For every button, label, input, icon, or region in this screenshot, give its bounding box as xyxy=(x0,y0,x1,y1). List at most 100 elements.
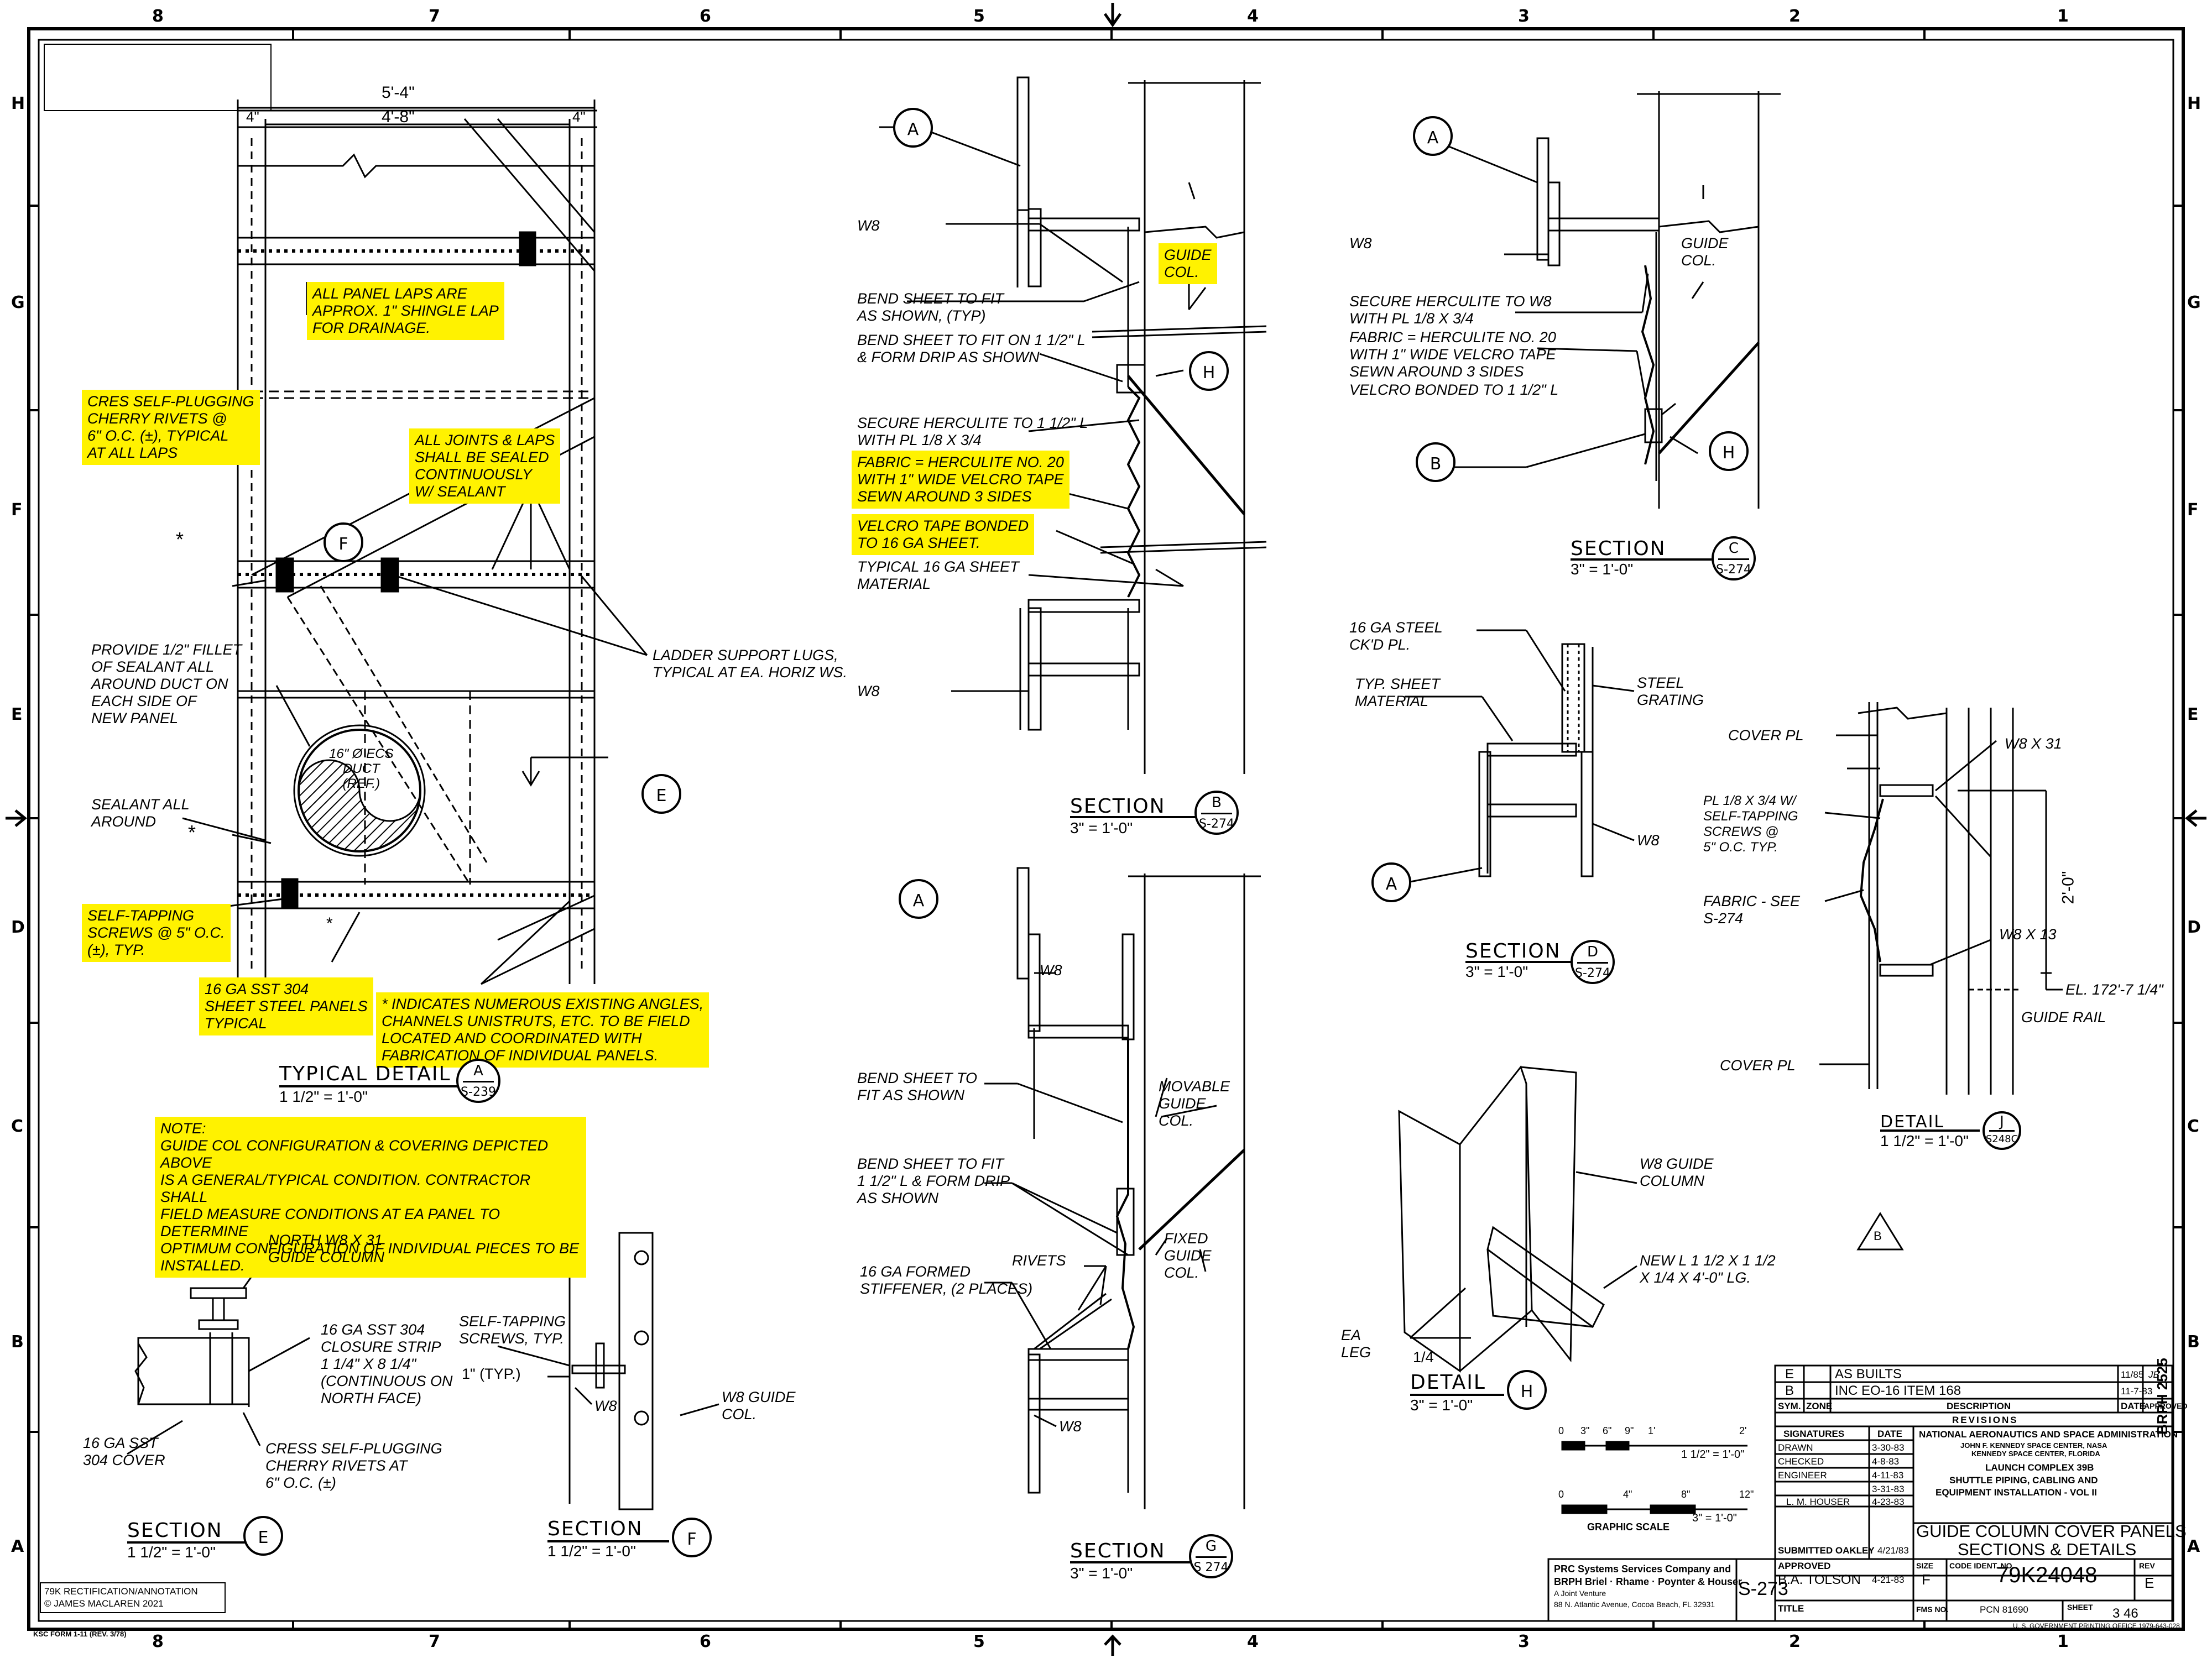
note-sst-panels: 16 GA SST 304 SHEET STEEL PANELS TYPICAL xyxy=(199,977,373,1035)
section-b-title: SECTION xyxy=(1070,795,1166,818)
contractor-line-3: A Joint Venture xyxy=(1554,1589,1606,1598)
detail-j-letter: J xyxy=(2000,1113,2004,1130)
sig-checked-date: 4-8-83 xyxy=(1872,1456,1900,1467)
sheet-label: SHEET xyxy=(2067,1603,2093,1612)
grid-col-1-bottom: 1 xyxy=(2057,1632,2069,1651)
section-f-bubble: F xyxy=(672,1518,712,1557)
sig-row4-date: 3-31-83 xyxy=(1872,1484,1905,1494)
note-ladder-lugs: LADDER SUPPORT LUGS, TYPICAL AT EA. HORI… xyxy=(653,647,848,681)
grid-row-b-right: B xyxy=(2187,1332,2200,1352)
grid-col-3-bottom: 3 xyxy=(1518,1632,1530,1651)
sig-houser: L. M. HOUSER xyxy=(1786,1497,1850,1507)
grid-row-g-right: G xyxy=(2187,293,2201,312)
approved-date: 4-21-83 xyxy=(1872,1575,1905,1585)
note-existing-angles: * INDICATES NUMEROUS EXISTING ANGLES, CH… xyxy=(376,992,709,1068)
general-note: NOTE: GUIDE COL CONFIGURATION & COVERING… xyxy=(155,1117,586,1278)
signatures-date-header: DATE xyxy=(1877,1429,1903,1439)
copyright-text: © JAMES MACLAREN 2021 xyxy=(44,1598,164,1609)
label-fixed-guide: FIXED GUIDE COL. xyxy=(1164,1230,1212,1281)
section-d-scale: 3" = 1'-0" xyxy=(1465,963,1528,980)
section-c-scale: 3" = 1'-0" xyxy=(1571,561,1634,578)
sig-houser-date: 4-23-83 xyxy=(1872,1497,1905,1507)
label-bend-fit-drip: BEND SHEET TO FIT ON 1 1/2" L & FORM DRI… xyxy=(857,332,1086,365)
sig-checked: CHECKED xyxy=(1778,1456,1824,1467)
label-w8-g: W8 xyxy=(1040,962,1062,979)
label-w8-g2: W8 xyxy=(1059,1418,1082,1435)
note-fillet: PROVIDE 1/2" FILLET OF SEALANT ALL AROUN… xyxy=(91,641,242,726)
grid-col-4-top: 4 xyxy=(1247,7,1259,26)
submitted-label: SUBMITTED OAKLEY xyxy=(1778,1545,1875,1556)
grid-col-2-top: 2 xyxy=(1789,7,1801,26)
scale-tick-top-0: 0 xyxy=(1558,1425,1564,1436)
rev-header-sym: SYM. xyxy=(1778,1401,1801,1411)
section-cut-f-bubble: F xyxy=(324,522,363,562)
grid-col-8-bottom: 8 xyxy=(152,1632,164,1651)
detail-a-letter: A xyxy=(473,1063,483,1079)
approved-name: B.A. TOLSON xyxy=(1778,1572,1861,1587)
gpo-note: U. S. GOVERNMENT PRINTING OFFICE 1979-64… xyxy=(2013,1622,2180,1630)
label-cress-rivets: CRESS SELF-PLUGGING CHERRY RIVETS AT 6" … xyxy=(265,1440,442,1491)
scale-tick-bot-3: 12" xyxy=(1739,1489,1754,1500)
section-b-cut-a-bubble: A xyxy=(893,108,933,148)
grid-row-h-left: H xyxy=(11,94,25,113)
label-north-w8: NORTH W8 x 31 GUIDE COLUMN xyxy=(268,1232,385,1265)
scale-tick-top-2: 6" xyxy=(1603,1425,1612,1436)
dim-left: 4" xyxy=(246,108,259,125)
scale-tick-top-1: 3" xyxy=(1580,1425,1590,1436)
label-w8-guide-h: W8 GUIDE COLUMN xyxy=(1640,1155,1714,1189)
grid-col-6-bottom: 6 xyxy=(700,1632,711,1651)
size-value: F xyxy=(1922,1571,1931,1588)
label-movable-guide: MOVABLE GUIDE COL. xyxy=(1159,1078,1230,1129)
rev-row-1-desc: AS BUILTS xyxy=(1835,1367,1902,1382)
section-cut-e-bubble: E xyxy=(641,774,681,814)
rev-row-1-date: 11/85 xyxy=(2121,1369,2144,1380)
note-cres-rivets: CRES SELF-PLUGGING CHERRY RIVETS @ 6" O.… xyxy=(82,390,260,465)
grid-col-4-bottom: 4 xyxy=(1247,1632,1259,1651)
rev-value: E xyxy=(2145,1575,2154,1591)
section-f-title: SECTION xyxy=(547,1518,643,1540)
rev-header-desc: DESCRIPTION xyxy=(1947,1401,2011,1411)
project-line-1: LAUNCH COMPLEX 39B xyxy=(1985,1462,2094,1473)
detail-a-bubble: A S-239 xyxy=(456,1059,500,1103)
label-bend-fit-g: BEND SHEET TO FIT AS SHOWN xyxy=(857,1070,978,1103)
ref-sheet-number: S-273 xyxy=(1738,1578,1788,1599)
note-sealant-around: SEALANT ALL AROUND xyxy=(91,796,190,830)
detail-a-title: TYPICAL DETAIL xyxy=(279,1063,451,1085)
label-typ-f: 1" (TYP.) xyxy=(462,1366,521,1382)
label-guide-rail-j: GUIDE RAIL xyxy=(2021,1009,2106,1026)
grid-col-1-top: 1 xyxy=(2057,7,2069,26)
rev-header-date: DATE xyxy=(2121,1401,2146,1411)
label-w8x13-j: W8 x 13 xyxy=(1999,926,2057,943)
grid-col-2-bottom: 2 xyxy=(1789,1632,1801,1651)
asterisk-marker-3: * xyxy=(326,914,333,933)
label-elev-j: EL. 172'-7 1/4" xyxy=(2065,981,2163,998)
bubble-divider xyxy=(1577,962,1608,964)
dim-overall: 5'-4" xyxy=(382,83,415,102)
section-e-title: SECTION xyxy=(127,1519,223,1542)
scale-tick-bot-2: 8" xyxy=(1681,1489,1691,1500)
section-c-bubble: C S-274 xyxy=(1712,536,1756,580)
label-pl-screws-j: PL 1/8 x 3/4 W/ SELF-TAPPING SCREWS @ 5"… xyxy=(1703,793,1798,855)
title-label: TITLE xyxy=(1778,1603,1804,1614)
dim-right: 4" xyxy=(572,108,586,125)
section-c-cut-h-bubble: H xyxy=(1709,431,1749,471)
section-g-bubble: G S 274 xyxy=(1189,1534,1233,1578)
approved-label: APPROVED xyxy=(1778,1561,1831,1571)
label-guide-col-c: GUIDE COL. xyxy=(1681,235,1729,269)
section-b-scale: 3" = 1'-0" xyxy=(1070,819,1133,836)
section-e-scale: 1 1/2" = 1'-0" xyxy=(127,1544,216,1561)
section-b-bubble: B S-274 xyxy=(1194,791,1239,835)
label-bend-fit-drip-g: BEND SHEET TO FIT 1 1/2" L & FORM DRIP A… xyxy=(857,1155,1010,1206)
grid-row-f-left: F xyxy=(11,500,23,520)
section-d-letter: D xyxy=(1587,944,1599,960)
label-quarter: 1/4 xyxy=(1413,1349,1434,1366)
scale-tick-bot-0: 0 xyxy=(1558,1489,1564,1500)
agency-name: NATIONAL AERONAUTICS AND SPACE ADMINISTR… xyxy=(1919,1429,2178,1440)
grid-row-f-right: F xyxy=(2187,500,2199,520)
section-d-bubble: D S-274 xyxy=(1571,940,1615,984)
label-fabric-c: FABRIC = HERCULITE NO. 20 WITH 1" WIDE V… xyxy=(1349,329,1556,380)
label-self-tapping-f: SELF-TAPPING SCREWS, TYP. xyxy=(459,1313,566,1347)
section-b-letter: B xyxy=(1212,794,1222,811)
detail-j-scale: 1 1/2" = 1'-0" xyxy=(1880,1132,1969,1149)
